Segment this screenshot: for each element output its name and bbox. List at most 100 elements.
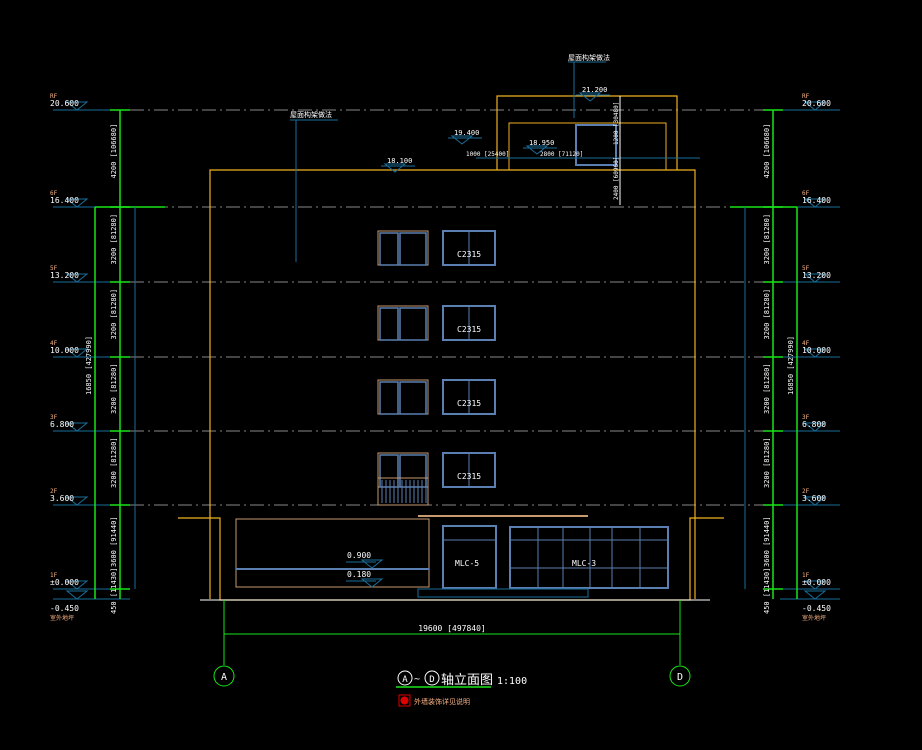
storey-dimension: 450 [11430] <box>763 568 771 614</box>
title-note: 外墙装饰详见说明 <box>414 697 470 706</box>
shopfront-panel <box>235 518 430 588</box>
elevation-marker-icon <box>803 590 827 600</box>
floor-label: 1F <box>50 572 58 579</box>
window-label: C2315 <box>457 399 481 408</box>
dimension-text: 1000 [25400] <box>466 151 509 158</box>
title-sep: ~ <box>414 674 420 685</box>
balcony-window-frame <box>377 379 429 415</box>
elevation-marker-icon <box>450 135 474 145</box>
storey-dimension: 3200 [81280] <box>763 214 771 265</box>
note-marker <box>398 694 411 707</box>
elevation-marker-icon <box>803 422 827 432</box>
door-mlc3 <box>509 526 669 589</box>
title-axis-bubble <box>424 670 440 686</box>
elevation-marker-icon <box>65 273 89 283</box>
note-marker-dot-icon <box>400 696 409 705</box>
elevation-marker-icon <box>360 578 384 588</box>
floor-label: 3F <box>802 414 810 421</box>
drawing-scale: 1:100 <box>497 676 527 687</box>
floor-label: 室外地坪 <box>802 614 826 622</box>
elevation-value: 6.800 <box>802 420 826 429</box>
elevation-marker-icon <box>383 163 407 173</box>
window-sash <box>379 232 399 266</box>
elevation-marker-icon <box>65 422 89 432</box>
window-sash <box>399 307 427 341</box>
storey-dimension: 450 [11430] <box>110 568 118 614</box>
elevation-value: -0.450 <box>50 604 79 613</box>
window-label: C2315 <box>457 472 481 481</box>
elevation-marker-icon <box>65 101 89 111</box>
window-sash <box>379 381 399 415</box>
storey-dimension: 3600 [91440] <box>110 516 118 567</box>
title-axis-bubble <box>397 670 413 686</box>
window-sash <box>379 454 399 488</box>
elevation-marker-icon <box>803 101 827 111</box>
axis-bubble-a <box>213 665 235 687</box>
storey-dimension: 4200 [106680] <box>763 124 771 179</box>
roof-window <box>575 124 617 166</box>
drawing-title: 轴立面图 <box>441 673 493 688</box>
floor-label: 3F <box>50 414 58 421</box>
elevation-marker-icon <box>360 559 384 569</box>
storey-dimension: 3200 [81280] <box>763 289 771 340</box>
overall-dimension: 19600 [497840] <box>418 624 485 633</box>
elevation-marker-icon <box>803 580 827 590</box>
axis-label-a: A <box>221 672 227 683</box>
roof-structure-outline <box>496 95 678 170</box>
elevation-value: 6.800 <box>50 420 74 429</box>
floor-label: 4F <box>802 340 810 347</box>
floor-label: 5F <box>50 265 58 272</box>
elevation-marker-icon <box>65 580 89 590</box>
axis-bubble-d <box>669 665 691 687</box>
floor-label: 室外地坪 <box>50 614 74 622</box>
elevation-text: 0.900 <box>347 551 371 560</box>
balcony-window-frame <box>377 230 429 266</box>
elevation-value: 10.000 <box>50 346 79 355</box>
elevation-marker-icon <box>803 273 827 283</box>
building-outline <box>209 169 696 599</box>
elevation-value: 3.600 <box>802 494 826 503</box>
elevation-value: ±0.000 <box>50 578 79 587</box>
elevation-marker-icon <box>65 496 89 506</box>
elevation-value: 16.400 <box>802 196 831 205</box>
elevation-text: 21.200 <box>582 86 607 94</box>
floor-label: RF <box>802 93 810 100</box>
dimension-text: 2400 [60960] <box>613 157 620 200</box>
total-dimension: 16850 [427990] <box>787 336 795 395</box>
storey-dimension: 3600 [91440] <box>763 516 771 567</box>
door-mlc5 <box>442 525 497 589</box>
total-dimension: 16850 [427990] <box>85 336 93 395</box>
elevation-text: 18.100 <box>387 157 412 165</box>
leader-note: 屋面构架做法 <box>290 110 332 119</box>
roof-frame <box>508 122 667 170</box>
floor-label: 4F <box>50 340 58 347</box>
dimension-text: 1200 [30480] <box>613 102 620 145</box>
floor-label: 2F <box>802 488 810 495</box>
elevation-marker-icon <box>525 145 549 155</box>
storey-dimension: 3200 [81280] <box>110 363 118 414</box>
elevation-marker-icon <box>578 92 602 102</box>
floor-label: 1F <box>802 572 810 579</box>
elevation-value: 3.600 <box>50 494 74 503</box>
storey-dimension: 3200 [81280] <box>110 289 118 340</box>
elevation-marker-icon <box>803 348 827 358</box>
balcony-window-frame <box>377 305 429 341</box>
elevation-marker-icon <box>65 590 89 600</box>
elevation-value: 20.600 <box>50 99 79 108</box>
elevation-value: ±0.000 <box>802 578 831 587</box>
elevation-value: -0.450 <box>802 604 831 613</box>
dimension-text: 2800 [71120] <box>540 151 583 158</box>
storey-dimension: 3200 [81280] <box>110 214 118 265</box>
storey-dimension: 3200 [81280] <box>763 363 771 414</box>
window-sash <box>399 454 427 488</box>
elevation-marker-icon <box>65 348 89 358</box>
elevation-value: 10.000 <box>802 346 831 355</box>
elevation-value: 13.200 <box>802 271 831 280</box>
floor-label: 2F <box>50 488 58 495</box>
storey-dimension: 3200 [81280] <box>763 437 771 488</box>
storey-dimension: 4200 [106680] <box>110 124 118 179</box>
window-label: C2315 <box>457 325 481 334</box>
elevation-marker-icon <box>65 198 89 208</box>
